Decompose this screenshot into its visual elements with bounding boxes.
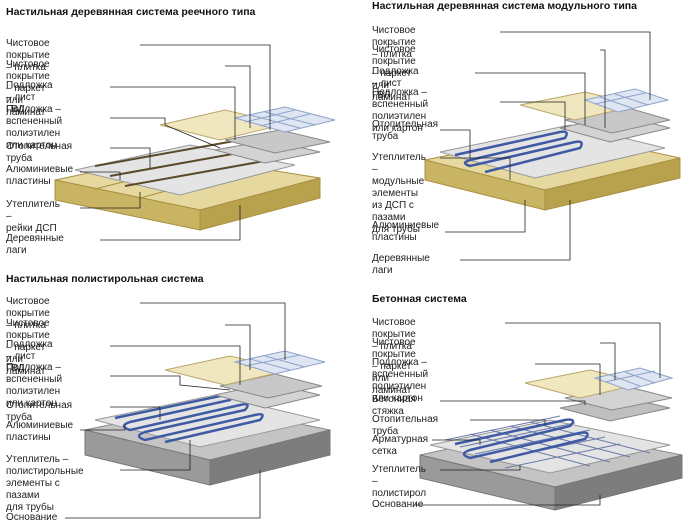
label-tile-finish: Чистовое покрытие – плитка [6,38,50,73]
label-concrete-screed: Бетонная стяжка [372,394,416,417]
label-wooden-joists: Деревянные лаги [372,253,430,276]
label-aluminium-plates: Алюминиевые пластины [6,164,74,187]
label-parquet-finish: Чистовое покрытие – паркет или ламинат [372,337,416,396]
panel-title: Настильная деревянная система реечного т… [6,6,256,18]
label-gvl-underlay: Подложка – лист ГВЛ [6,80,53,115]
label-parquet-finish: Чистовое покрытие – паркет или ламинат [6,318,50,377]
label-heating-pipe: Отопительная труба [372,414,439,437]
panel-title: Настильная деревянная система модульного… [372,0,637,12]
label-aluminium-plates: Алюминиевые пластины [6,420,74,443]
label-heating-pipe: Отопительная труба [372,119,439,142]
label-foam-underlay: Подложка – вспененный полиэтилен или кар… [6,104,63,151]
label-polystyrene-insulation: Утеплитель – полистирольные элементы с п… [6,454,84,513]
label-base: Основание [6,512,58,523]
label-wooden-joists: Деревянные лаги [6,233,64,256]
label-aluminium-plates: Алюминиевые пластины [372,220,440,243]
label-foam-underlay: Подложка – вспененный полиэтилен или кар… [6,362,63,409]
label-parquet-finish: Чистовое покрытие – паркет или ламинат [6,59,50,118]
label-heating-pipe: Отопительная труба [6,400,73,423]
label-parquet-finish: Чистовое покрытие – паркет или ламинат [372,44,416,103]
label-reinforcing-mesh: Арматурная сетка [372,434,429,457]
label-gvl-underlay: Подложка – лист ГВЛ [6,339,53,374]
label-tile-finish: Чистовое покрытие – плитка [6,296,50,331]
label-modular-insulation: Утеплитель – модульные элементы из ДСП с… [372,152,426,235]
label-insulation: Утеплитель – рейки ДСП [6,199,60,234]
label-tile-finish: Чистовое покрытие – плитка [372,25,416,60]
label-polystyrene-insulation: Утеплитель – полистирол [372,464,427,499]
label-tile-finish: Чистовое покрытие – плитка [372,317,416,352]
panel-title: Настильная полистирольная система [6,273,204,285]
label-foam-underlay: Подложка – вспененный полиэтилен или кар… [372,87,429,134]
panel-title: Бетонная система [372,293,467,305]
label-base: Основание [372,499,424,510]
label-heating-pipe: Отопительная труба [6,141,73,164]
label-gvl-underlay: Подложка – лист ГВЛ [372,66,419,101]
label-foam-underlay: Подложка – вспененный полиэтилен или кар… [372,357,429,404]
